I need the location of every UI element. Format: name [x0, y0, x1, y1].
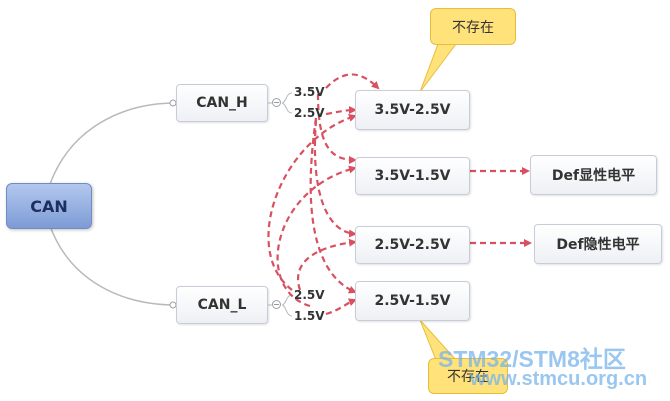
result-label-recessive: Def隐性电平 [556, 237, 640, 253]
arrow-h35-to-combo1 [325, 73, 380, 90]
branch-node-can-l[interactable]: CAN_L [176, 286, 268, 324]
arrow-h35-to-combo2 [316, 93, 357, 164]
callout-top[interactable]: 不存在 [430, 8, 516, 45]
collapse-toggle-can-l[interactable]: − [272, 300, 281, 309]
root-node-can[interactable]: CAN [6, 183, 92, 229]
combo-label-4: 2.5V-1.5V [374, 293, 451, 309]
brace-can-h [281, 92, 293, 114]
result-label-dominant: Def显性电平 [551, 168, 636, 184]
branch-node-can-h[interactable]: CAN_H [176, 84, 268, 122]
arrow-l15-to-combo2 [276, 165, 357, 308]
callout-bottom-label: 不存在 [447, 369, 489, 385]
arrow-h25-to-combo3 [313, 119, 357, 238]
combo-node-2[interactable]: 3.5V-1.5V [355, 157, 470, 195]
volt-label-can-l-high: 2.5V [294, 288, 325, 302]
callout-top-label: 不存在 [452, 19, 494, 36]
callout-top-pointer [419, 43, 457, 93]
watermark-line2: www.stmcu.org.cn [470, 368, 648, 390]
result-node-dominant[interactable]: Def显性电平 [530, 155, 657, 195]
volt-label-can-h-low: 2.5V [294, 106, 325, 120]
collapse-toggle-can-h[interactable]: − [272, 98, 281, 107]
connector-can-h [49, 102, 177, 185]
branch-label-can-h: CAN_H [196, 95, 248, 111]
arrow-h25-to-combo1 [325, 106, 357, 116]
combo-node-4[interactable]: 2.5V-1.5V [355, 281, 470, 321]
watermark-line1: STM32/STM8社区 [438, 346, 626, 372]
arrow-l25-to-combo3 [297, 238, 357, 291]
arrow-l15-to-combo4 [325, 298, 357, 316]
volt-label-can-l-low: 1.5V [294, 309, 325, 323]
callout-bottom[interactable]: 不存在 [428, 358, 508, 394]
root-node-label: CAN [30, 196, 68, 216]
connector-can-l [49, 225, 177, 306]
combo-label-1: 3.5V-2.5V [374, 102, 451, 118]
combo-node-3[interactable]: 2.5V-2.5V [355, 226, 470, 264]
arrow-l25-to-combo1 [267, 114, 357, 291]
branch-label-can-l: CAN_L [197, 297, 247, 313]
result-node-recessive[interactable]: Def隐性电平 [534, 224, 662, 264]
combo-label-3: 2.5V-2.5V [374, 237, 451, 253]
volt-label-can-h-high: 3.5V [294, 85, 325, 99]
combo-node-1[interactable]: 3.5V-2.5V [355, 90, 470, 130]
brace-can-l [281, 294, 293, 317]
combo-label-2: 3.5V-1.5V [374, 168, 451, 184]
arrow-h25-to-combo4 [309, 117, 357, 294]
